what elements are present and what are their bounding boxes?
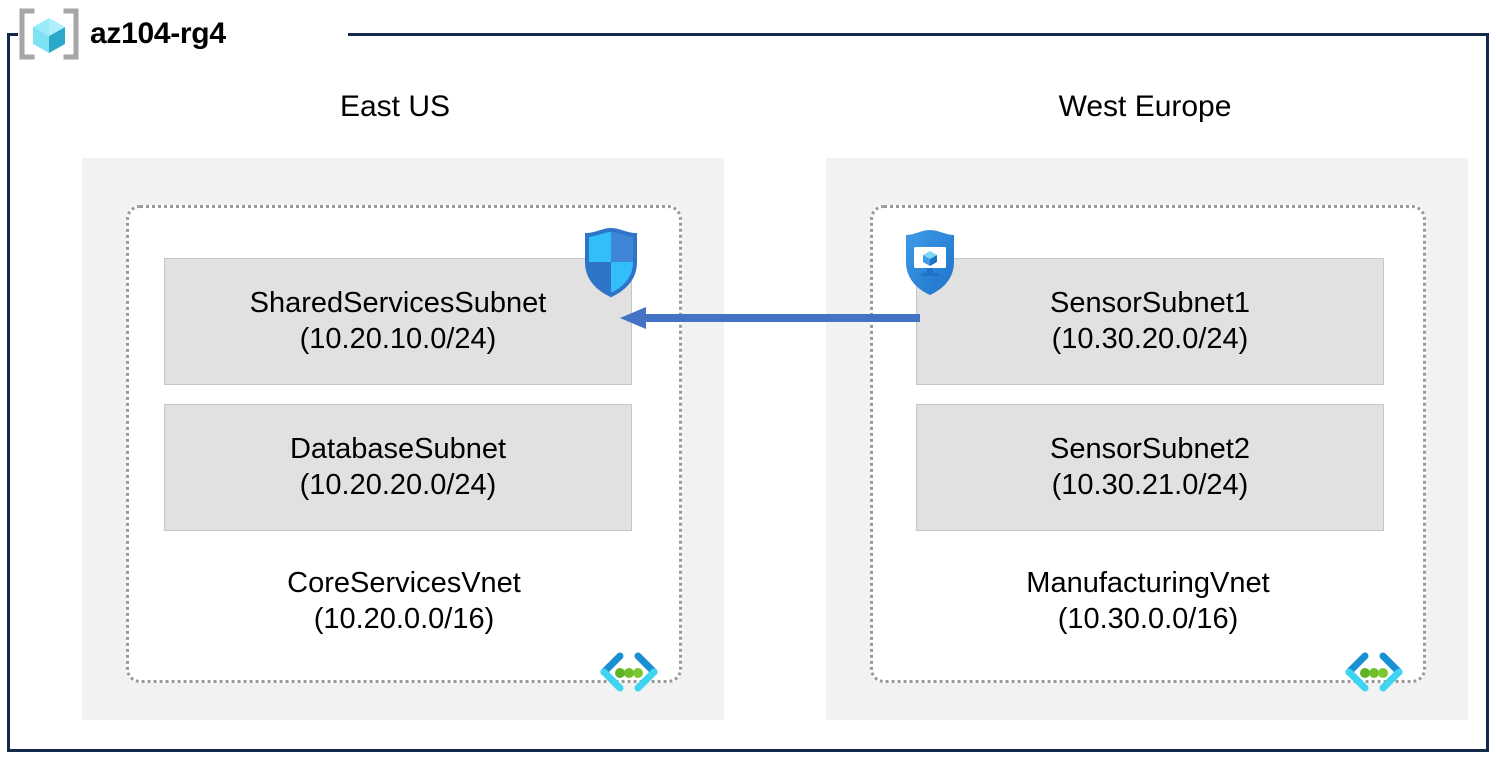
resource-group-frame <box>7 33 1489 752</box>
subnet-name: SharedServicesSubnet <box>249 287 547 320</box>
vnet-cidr: (10.20.0.0/16) <box>313 603 495 636</box>
vnet-label-core-services: CoreServicesVnet (10.20.0.0/16) <box>126 565 682 638</box>
subnet-cidr: (10.20.20.0/24) <box>299 468 497 501</box>
subnet-database[interactable]: DatabaseSubnet (10.20.20.0/24) <box>164 404 632 531</box>
subnet-sensor-2[interactable]: SensorSubnet2 (10.30.21.0/24) <box>916 404 1384 531</box>
vnet-label-manufacturing: ManufacturingVnet (10.30.0.0/16) <box>870 565 1426 638</box>
resource-group-cube-icon <box>18 8 80 60</box>
subnet-name: DatabaseSubnet <box>289 433 507 466</box>
vnet-cidr: (10.30.0.0/16) <box>1057 603 1239 636</box>
subnet-name: SensorSubnet1 <box>1050 287 1250 320</box>
shield-monitor-icon <box>897 226 963 298</box>
subnet-cidr: (10.20.10.0/24) <box>299 322 497 355</box>
virtual-network-icon-manufacturing <box>1343 650 1405 694</box>
subnet-name: SensorSubnet2 <box>1050 433 1250 466</box>
subnet-sensor-1[interactable]: SensorSubnet1 (10.30.20.0/24) <box>916 258 1384 385</box>
vnet-name: ManufacturingVnet <box>1026 567 1270 599</box>
vnet-peering-arrow <box>620 300 920 336</box>
resource-group-title-mask <box>18 10 348 58</box>
virtual-network-icon-core-services <box>598 650 660 694</box>
resource-group-name: az104-rg4 <box>90 17 226 50</box>
vnet-name: CoreServicesVnet <box>287 567 521 599</box>
resource-group-header: az104-rg4 <box>18 8 226 60</box>
region-label-west-europe: West Europe <box>1058 90 1232 123</box>
shield-quadrant-icon <box>578 226 644 298</box>
subnet-cidr: (10.30.20.0/24) <box>1051 322 1249 355</box>
region-label-east-us: East US <box>339 90 451 123</box>
subnet-cidr: (10.30.21.0/24) <box>1051 468 1249 501</box>
subnet-shared-services[interactable]: SharedServicesSubnet (10.20.10.0/24) <box>164 258 632 385</box>
